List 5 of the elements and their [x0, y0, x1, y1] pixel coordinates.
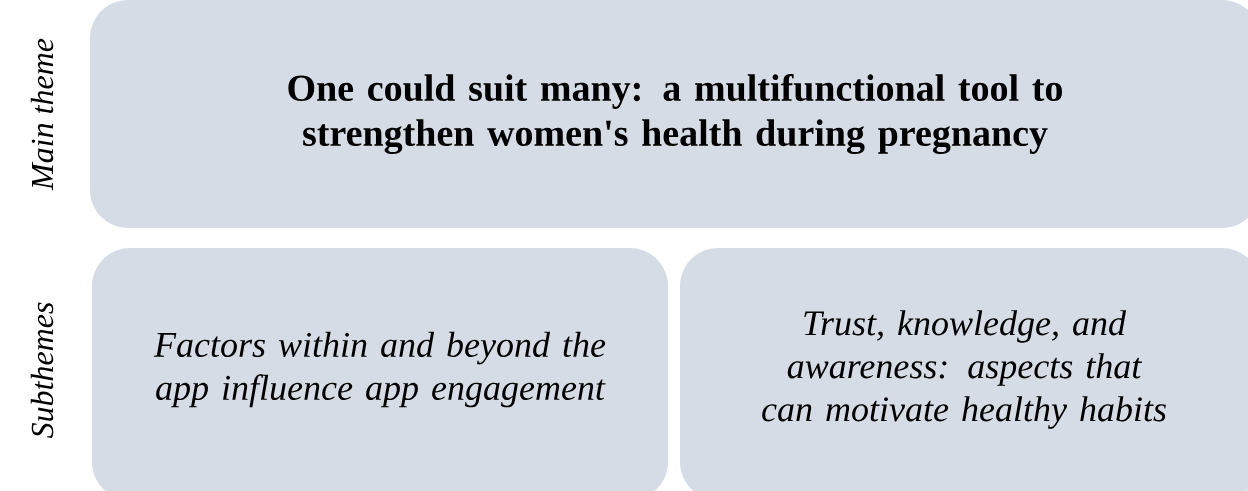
row-label: Main theme [30, 38, 54, 191]
theme-box: Factors within and beyond the app influence app engagement [92, 248, 668, 491]
row-label: Subthemes [30, 302, 54, 439]
theme-box: One could suit many: a multifunctional tool to strengthen women's health during pregnancy [90, 0, 1248, 228]
theme-box: Trust, knowledge, and awareness: aspects that can motivate healthy habits [680, 248, 1248, 491]
